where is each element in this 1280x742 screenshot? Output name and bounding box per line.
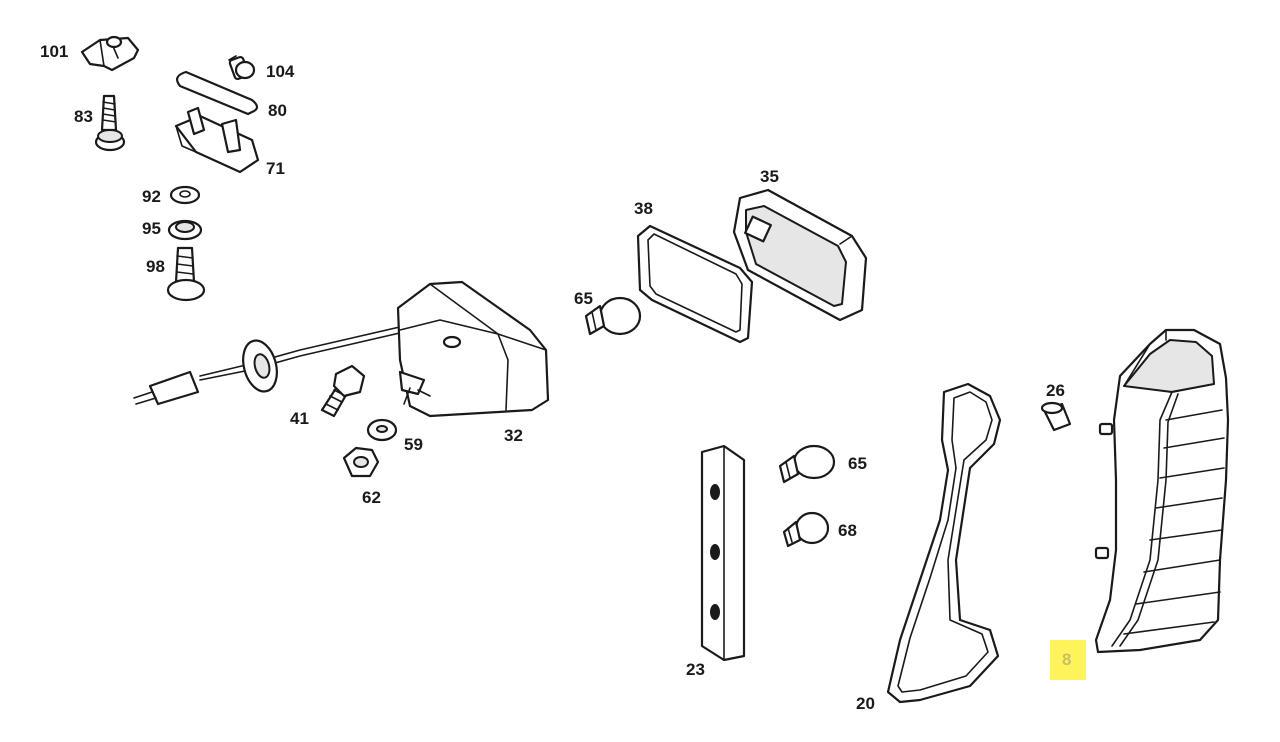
part-101-clip	[80, 35, 140, 72]
label-59: 59	[404, 435, 423, 454]
label-62: 62	[362, 488, 381, 507]
part-98-bolt	[166, 246, 206, 302]
label-8: 8	[1062, 650, 1071, 669]
label-92: 92	[142, 187, 161, 206]
label-35: 35	[760, 167, 779, 186]
part-68-bulb	[782, 511, 830, 548]
label-20: 20	[856, 694, 875, 713]
label-101: 101	[40, 42, 68, 61]
part-8-tail-lamp	[1094, 328, 1230, 654]
part-71-housing	[174, 106, 260, 174]
part-104-bulb	[228, 55, 256, 81]
part-59-washer	[366, 418, 398, 442]
wiring-harness	[133, 319, 453, 406]
label-71: 71	[266, 159, 285, 178]
label-38: 38	[634, 199, 653, 218]
part-65-bulb-lower	[778, 444, 836, 484]
label-65-lower: 65	[848, 454, 867, 473]
label-98: 98	[146, 257, 165, 276]
label-32: 32	[504, 426, 523, 445]
label-83: 83	[74, 107, 93, 126]
part-38-gasket	[636, 224, 754, 344]
label-26: 26	[1046, 381, 1065, 400]
label-23: 23	[686, 660, 705, 679]
part-20-gasket	[886, 382, 1002, 704]
part-62-nut	[342, 446, 380, 478]
part-23-strip	[700, 444, 746, 662]
part-32-lamp-housing	[396, 280, 550, 418]
part-65-bulb-upper	[584, 296, 642, 336]
part-80-lens	[176, 70, 259, 116]
label-8-highlight	[1050, 640, 1086, 680]
label-95: 95	[142, 219, 161, 238]
label-104: 104	[266, 62, 295, 81]
label-68: 68	[838, 521, 857, 540]
part-83-screw	[94, 94, 126, 152]
label-65-upper: 65	[574, 289, 593, 308]
part-95-grommet	[167, 219, 203, 241]
part-92-washer	[169, 185, 201, 205]
part-26-bushing	[1040, 401, 1072, 432]
part-35-lens-housing	[732, 188, 868, 322]
part-41-bolt	[320, 364, 366, 418]
label-80: 80	[268, 101, 287, 120]
label-41: 41	[290, 409, 309, 428]
